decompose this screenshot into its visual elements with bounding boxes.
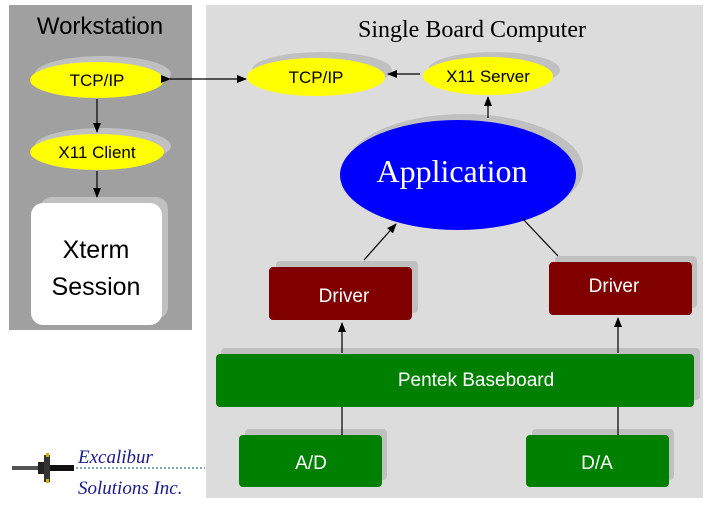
workstation-title: Workstation <box>37 13 163 40</box>
x11-server-label: X11 Server <box>446 67 530 86</box>
driver-right-node[interactable]: Driver <box>549 256 697 315</box>
x11-server-node[interactable]: X11 Server <box>423 52 560 95</box>
application-node[interactable]: Application <box>340 114 583 230</box>
x11-client-node[interactable]: X11 Client <box>30 128 171 170</box>
connectors <box>93 70 622 435</box>
ws-tcpip-node[interactable]: TCP/IP <box>30 56 171 98</box>
xterm-session-node[interactable]: Xterm Session <box>31 197 168 325</box>
logo-line1: Excalibur <box>77 447 154 468</box>
ad-label: A/D <box>295 453 327 474</box>
excalibur-logo: Excalibur Solutions Inc. <box>12 447 205 499</box>
logo-line2: Solutions Inc. <box>78 478 183 499</box>
xterm-label-line2: Session <box>52 273 141 301</box>
driver-left-node[interactable]: Driver <box>269 261 418 320</box>
xterm-label-line1: Xterm <box>63 236 130 264</box>
x11-client-label: X11 Client <box>58 143 135 162</box>
application-label: Application <box>376 153 527 189</box>
da-node[interactable]: D/A <box>526 429 674 487</box>
sbc-tcpip-node[interactable]: TCP/IP <box>247 52 392 96</box>
ad-node[interactable]: A/D <box>239 429 387 487</box>
sbc-tcpip-label: TCP/IP <box>289 68 344 87</box>
driver-right-label: Driver <box>589 276 640 297</box>
sbc-title: Single Board Computer <box>358 17 586 43</box>
line-app-to-driver-right <box>521 217 559 257</box>
ws-tcpip-label: TCP/IP <box>70 71 125 90</box>
driver-left-label: Driver <box>319 286 370 307</box>
pentek-baseboard-node[interactable]: Pentek Baseboard <box>216 348 700 407</box>
arrow-driver-left-to-app <box>363 223 397 261</box>
da-label: D/A <box>581 453 613 474</box>
pentek-baseboard-label: Pentek Baseboard <box>398 370 554 391</box>
sword-icon <box>12 453 205 483</box>
